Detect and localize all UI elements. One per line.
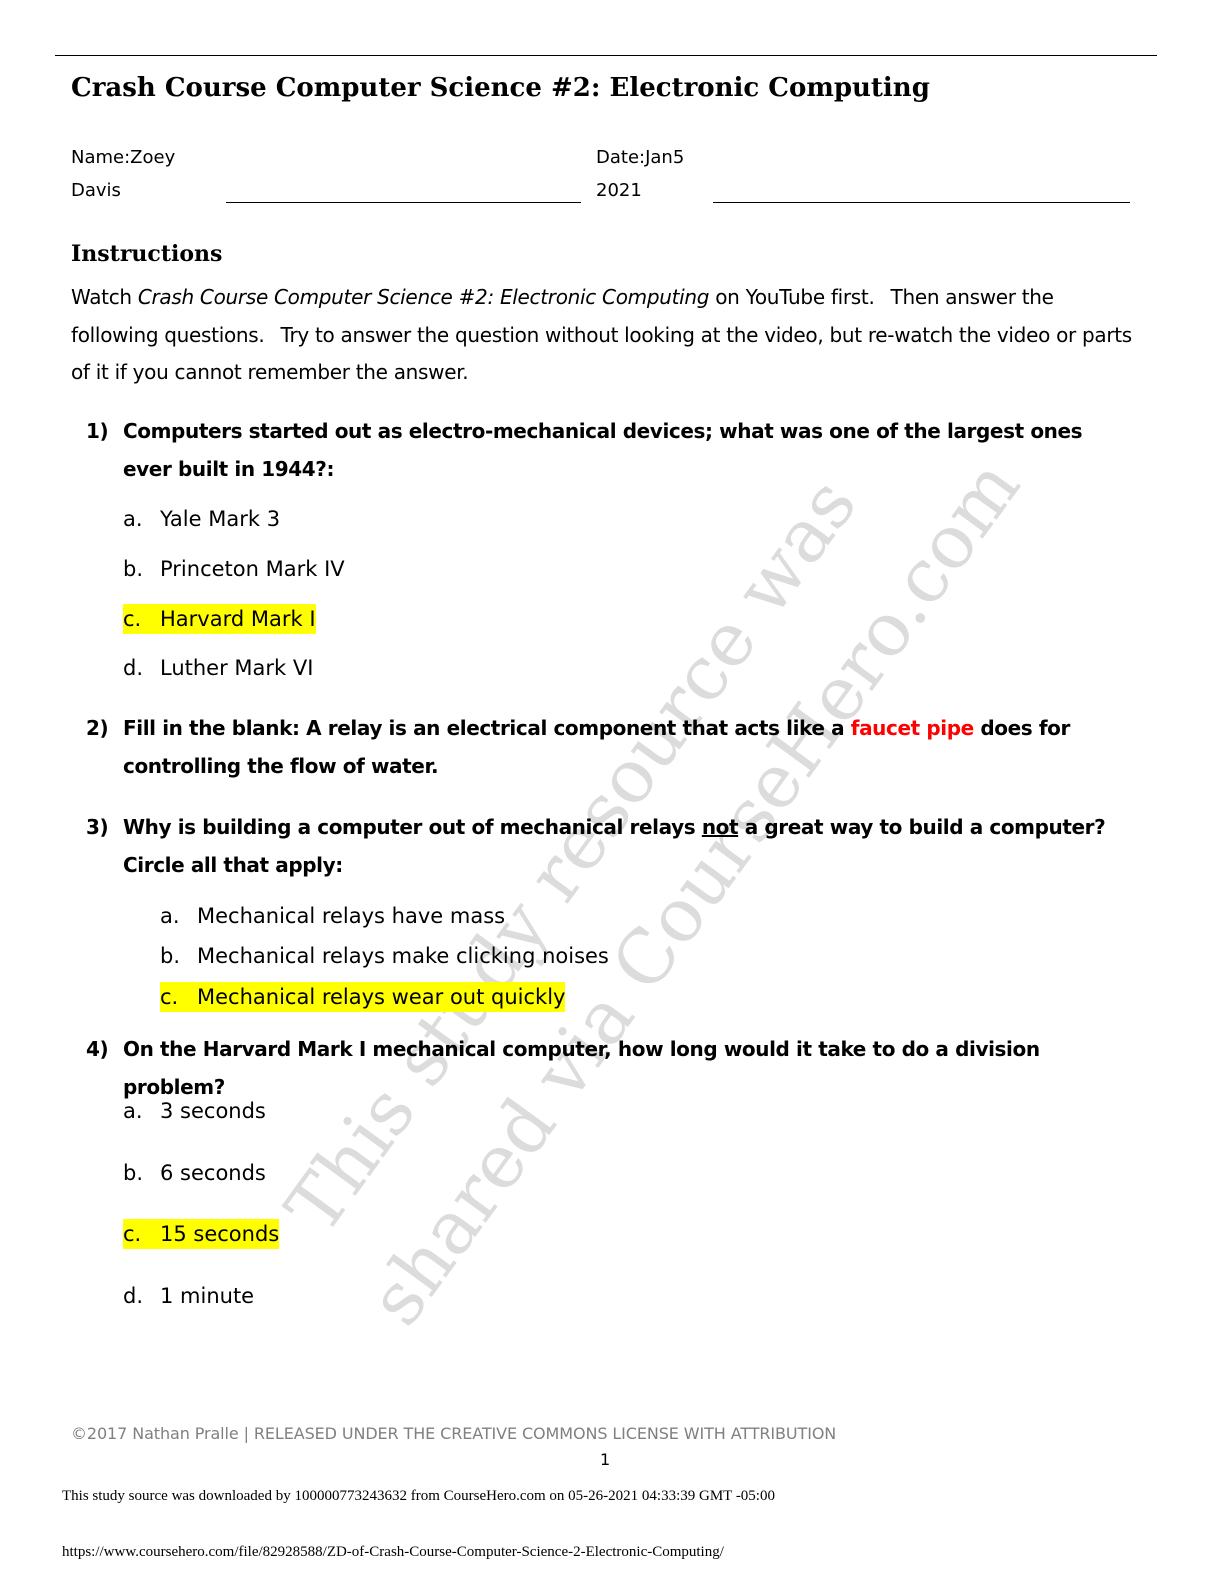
question-3-underlined-word: not bbox=[701, 815, 739, 839]
header-rule bbox=[55, 55, 1157, 56]
name-value: Davis bbox=[71, 180, 121, 201]
page-number: 1 bbox=[600, 1450, 611, 1469]
question-1-text: Computers started out as electro-mechani… bbox=[123, 419, 1083, 481]
question-4-option-d: d.1 minute bbox=[123, 1284, 255, 1308]
question-2-answer: faucet pipe bbox=[850, 716, 974, 740]
date-label: Date:Jan5 bbox=[596, 147, 685, 168]
name-underline bbox=[226, 202, 581, 203]
watermark-line2: shared via CourseHero.com bbox=[352, 444, 1037, 1341]
question-3-number: 3) bbox=[86, 815, 109, 839]
question-1-option-c-answer: c.Harvard Mark I bbox=[123, 604, 316, 634]
instructions-text-before: Watch bbox=[71, 285, 138, 309]
date-underline bbox=[713, 202, 1130, 203]
instructions-text-part3: Try to answer the question without looki… bbox=[71, 322, 1132, 385]
instructions-text-part2: Then answer the following questions. bbox=[71, 285, 1054, 347]
instructions-text-part1: on YouTube first. bbox=[709, 285, 875, 309]
question-2-text: Fill in the blank: A relay is an electri… bbox=[123, 716, 1070, 778]
instructions-heading: Instructions bbox=[71, 241, 223, 267]
question-3-option-b: b.Mechanical relays make clicking noises bbox=[160, 944, 609, 968]
question-4-option-b: b.6 seconds bbox=[123, 1161, 266, 1185]
question-3-option-c-answer: c.Mechanical relays wear out quickly bbox=[160, 982, 566, 1012]
question-1-option-b: b.Princeton Mark IV bbox=[123, 557, 345, 581]
question-1-option-d: d.Luther Mark VI bbox=[123, 656, 314, 680]
question-3-option-a: a.Mechanical relays have mass bbox=[160, 904, 506, 928]
question-4-option-c-answer: c.15 seconds bbox=[123, 1219, 280, 1249]
question-3-text: Why is building a computer out of mechan… bbox=[123, 815, 1106, 877]
source-url: https://www.coursehero.com/file/82928588… bbox=[62, 1544, 724, 1560]
instructions-paragraph: Watch Crash Course Computer Science #2: … bbox=[71, 279, 1146, 392]
page-title: Crash Course Computer Science #2: Electr… bbox=[71, 73, 930, 103]
question-4-text: On the Harvard Mark I mechanical compute… bbox=[123, 1037, 1040, 1099]
question-1-number: 1) bbox=[86, 419, 109, 443]
download-source-note: This study source was downloaded by 1000… bbox=[62, 1488, 775, 1504]
question-2-number: 2) bbox=[86, 716, 109, 740]
question-4-number: 4) bbox=[86, 1037, 109, 1061]
date-value: 2021 bbox=[596, 180, 642, 201]
question-4-option-a: a.3 seconds bbox=[123, 1099, 266, 1123]
question-1-option-a: a.Yale Mark 3 bbox=[123, 507, 281, 531]
instructions-video-title: Crash Course Computer Science #2: Electr… bbox=[137, 285, 710, 309]
footer-license: ©2017 Nathan Pralle | RELEASED UNDER THE… bbox=[71, 1424, 837, 1443]
name-label: Name:Zoey bbox=[71, 147, 176, 168]
